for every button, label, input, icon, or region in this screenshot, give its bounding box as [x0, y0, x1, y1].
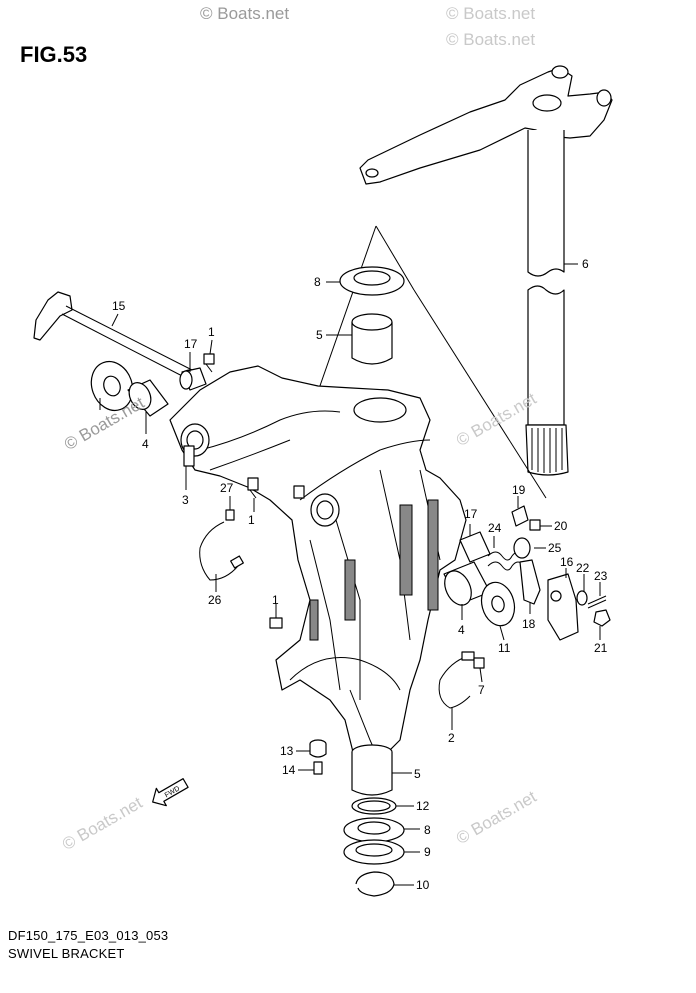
callout-22: 22 — [576, 561, 590, 575]
callout-15: 15 — [112, 299, 126, 313]
callout-27: 27 — [220, 481, 234, 495]
callout-13: 13 — [280, 744, 294, 758]
pin-23 — [587, 595, 607, 609]
bush-17-right — [459, 531, 491, 563]
callout-21: 21 — [594, 641, 608, 655]
callout-20: 20 — [554, 519, 568, 533]
callout-6: 6 — [582, 257, 589, 271]
callout-10: 10 — [416, 878, 430, 892]
callout-24: 24 — [488, 521, 502, 535]
diagram-code: DF150_175_E03_013_053 — [8, 928, 169, 943]
bolt-1-lower — [269, 617, 283, 629]
callout-4: 4 — [142, 437, 149, 451]
swivel-bracket-body — [169, 365, 467, 761]
bolt-1-top — [203, 353, 215, 373]
cap-13 — [309, 739, 327, 758]
circlip-10 — [355, 871, 395, 897]
callout-5: 5 — [316, 328, 323, 342]
lock-lever-16 — [547, 573, 579, 641]
ground-wire-26 — [199, 521, 244, 581]
callout-8: 8 — [314, 275, 321, 289]
bushing-5-lower — [351, 744, 393, 796]
callout-17: 17 — [184, 337, 198, 351]
callout-1: 1 — [208, 325, 215, 339]
callout-1: 1 — [272, 593, 279, 607]
washer-11-right — [480, 581, 516, 627]
screw-7 — [473, 657, 485, 669]
callout-7: 7 — [478, 683, 485, 697]
bolt-20 — [529, 519, 541, 531]
bush-17-top — [179, 367, 207, 391]
callout-16: 16 — [560, 555, 574, 569]
callout-numbers: 1 1 1 2 3 4 4 5 5 6 7 8 8 9 10 11 12 13 … — [112, 257, 608, 892]
bolt-14 — [313, 761, 323, 775]
callout-5: 5 — [414, 767, 421, 781]
washer-left — [90, 360, 134, 412]
callout-12: 12 — [416, 799, 430, 813]
callout-14: 14 — [282, 763, 296, 777]
steering-shaft — [525, 130, 569, 476]
washer-9 — [343, 839, 405, 865]
diagram-caption: SWIVEL BRACKET — [8, 946, 125, 961]
callout-26: 26 — [208, 593, 222, 607]
callout-4: 4 — [458, 623, 465, 637]
fwd-arrow-label: FWD — [164, 785, 181, 799]
washer-8-lower — [343, 817, 405, 843]
washer-22 — [576, 590, 588, 606]
steering-arm — [359, 65, 613, 185]
bolt-1-mid — [247, 477, 259, 499]
bushing-left — [127, 379, 169, 417]
bushing-top — [351, 313, 393, 365]
callout-8: 8 — [424, 823, 431, 837]
watermark: © Boats.net — [200, 4, 290, 23]
callout-17: 17 — [464, 507, 478, 521]
bushing-4-right — [443, 561, 491, 606]
nut-21 — [593, 609, 611, 627]
callout-9: 9 — [424, 845, 431, 859]
lever-18 — [519, 559, 541, 605]
leader-lines — [99, 263, 601, 886]
watermark: © Boats.net — [446, 4, 536, 23]
callout-19: 19 — [512, 483, 526, 497]
watermark: © Boats.net — [446, 30, 536, 49]
fwd-arrow: FWD — [152, 778, 189, 807]
figure-title: FIG.53 — [20, 42, 88, 67]
ring-12 — [351, 797, 397, 815]
callout-25: 25 — [548, 541, 562, 555]
callout-11: 11 — [498, 641, 511, 655]
callout-1: 1 — [248, 513, 255, 527]
callout-18: 18 — [522, 617, 536, 631]
ground-wire-2 — [438, 651, 475, 709]
screw-27 — [225, 509, 235, 521]
callout-2: 2 — [448, 731, 455, 745]
washer-top — [339, 266, 405, 296]
callout-3: 3 — [182, 493, 189, 507]
callout-23: 23 — [594, 569, 608, 583]
spring-25 — [513, 537, 531, 559]
plate-19 — [511, 505, 529, 527]
